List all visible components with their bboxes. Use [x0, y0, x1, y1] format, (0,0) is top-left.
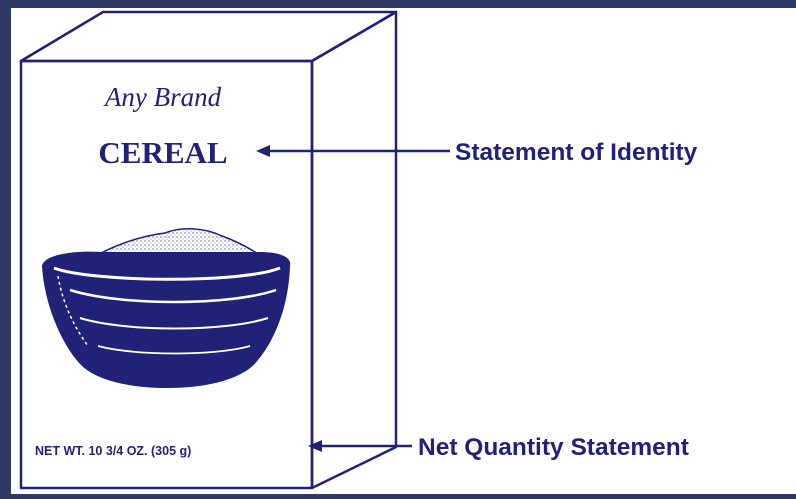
- identity-arrow: [256, 145, 450, 157]
- net-quantity-statement-label: Net Quantity Statement: [418, 434, 689, 461]
- brand-name: Any Brand: [103, 82, 222, 112]
- product-name: CEREAL: [98, 135, 227, 170]
- bowl-body: [42, 252, 290, 388]
- statement-of-identity-label: Statement of Identity: [455, 139, 698, 166]
- box-side-face: [312, 12, 396, 488]
- box-top-face: [21, 12, 396, 61]
- net-weight-text: NET WT. 10 3/4 OZ. (305 g): [35, 444, 191, 458]
- cereal-bowl-illustration: [42, 229, 290, 388]
